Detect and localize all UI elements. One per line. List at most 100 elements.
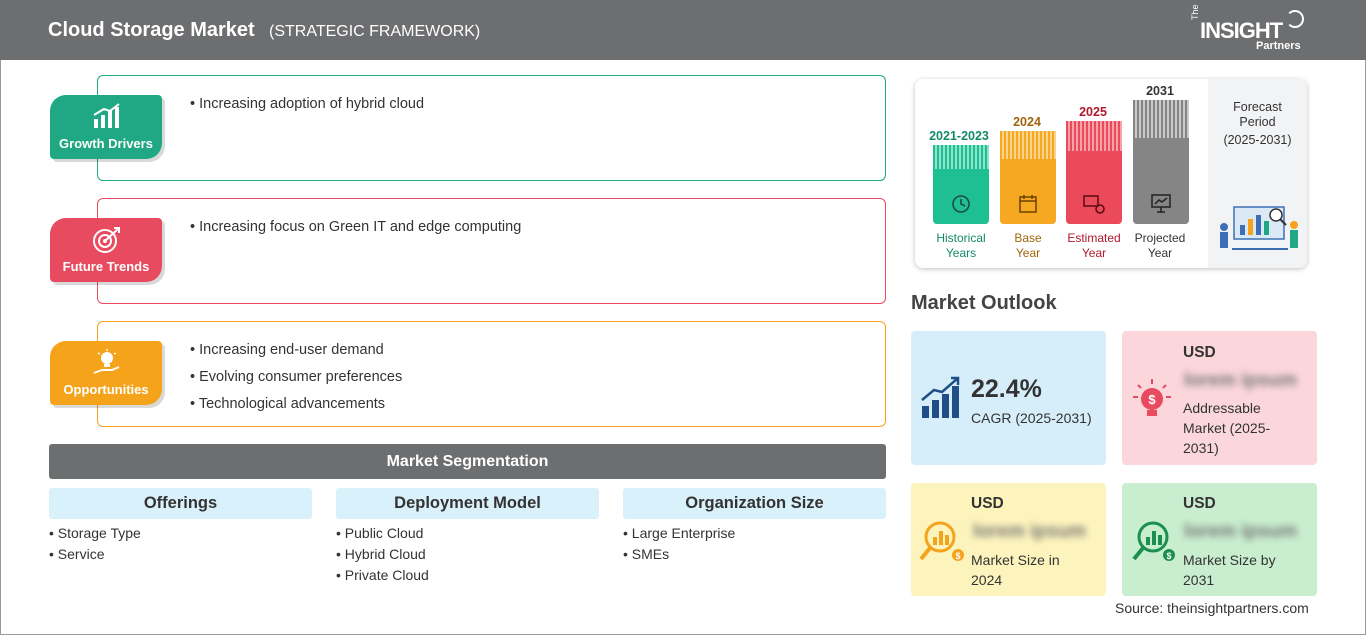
segment-offerings: Offerings Storage Type Service xyxy=(49,488,312,567)
list-item: Increasing end-user demand xyxy=(190,342,402,358)
svg-text:$: $ xyxy=(1148,392,1156,407)
segment-heading: Offerings xyxy=(49,488,312,519)
timeline-label-line: Estimated xyxy=(1067,231,1121,245)
addressable-label-line: Addressable xyxy=(1183,400,1261,416)
addressable-market-card: $ USD lorem ipsum Addressable Market (20… xyxy=(1122,331,1317,465)
cagr-label: CAGR (2025-2031) xyxy=(971,410,1092,426)
size-2031-label: Market Size by 2031 xyxy=(1183,550,1276,590)
calendar-icon xyxy=(1019,195,1037,213)
addressable-label: Addressable Market (2025- 2031) xyxy=(1183,398,1270,458)
growth-drivers-badge: Growth Drivers xyxy=(50,95,162,159)
size-2024-label-line: 2024 xyxy=(971,572,1003,588)
size-2024-label: Market Size in 2024 xyxy=(971,550,1060,590)
cagr-value: 22.4% xyxy=(971,375,1042,403)
timeline-label: Projected Year xyxy=(1120,231,1200,261)
future-trends-box: Increasing focus on Green IT and edge co… xyxy=(97,198,886,304)
size-2031-label-line: Market Size by xyxy=(1183,552,1276,568)
timeline-label-line: Projected xyxy=(1134,231,1186,245)
segment-item: Public Cloud xyxy=(336,525,599,541)
growth-drivers-list: Increasing adoption of hybrid cloud xyxy=(190,96,424,124)
addressable-label-line: 2031) xyxy=(1183,440,1219,456)
segment-item: SMEs xyxy=(623,546,886,562)
market-outlook-title: Market Outlook xyxy=(911,292,1057,314)
lightbulb-hand-icon xyxy=(93,349,120,374)
size-2031-currency: USD xyxy=(1183,495,1216,512)
timeline-label-line: Year xyxy=(1081,246,1107,260)
growth-chart-icon xyxy=(93,103,120,128)
segment-item: Service xyxy=(49,546,312,562)
segment-item: Large Enterprise xyxy=(623,525,886,541)
timeline-panel: 2021-2023 Historical Years 2024 Base Yea… xyxy=(915,79,1307,268)
size-2031-value: lorem ipsum xyxy=(1184,521,1297,542)
segment-item: Private Cloud xyxy=(336,567,599,583)
header-bar: Cloud Storage Market (STRATEGIC FRAMEWOR… xyxy=(0,0,1366,60)
logo-brand: INSIGHT xyxy=(1200,18,1283,43)
addressable-currency: USD xyxy=(1183,344,1216,361)
source-credit: Source: theinsightpartners.com xyxy=(1115,600,1309,616)
opportunities-list: Increasing end-user demand Evolving cons… xyxy=(190,342,402,424)
segment-organization-size: Organization Size Large Enterprise SMEs xyxy=(623,488,886,567)
history-clock-icon xyxy=(952,195,970,213)
svg-text:$: $ xyxy=(1166,551,1171,561)
estimate-gears-icon xyxy=(1083,195,1105,214)
magnifier-chart-icon: $ xyxy=(1132,521,1175,561)
addressable-label-line: Market (2025- xyxy=(1183,420,1271,436)
timeline-label: Estimated Year xyxy=(1054,231,1134,261)
size-2031-label-line: 2031 xyxy=(1183,572,1215,588)
timeline-label-line: Years xyxy=(945,246,977,260)
analytics-illustration-icon xyxy=(1220,206,1298,250)
timeline-label: Base Year xyxy=(988,231,1068,261)
segment-item: Storage Type xyxy=(49,525,312,541)
opportunities-badge: Opportunities xyxy=(50,341,162,405)
page-subtitle: (STRATEGIC FRAMEWORK) xyxy=(269,23,481,40)
segment-heading: Organization Size xyxy=(623,488,886,519)
future-trends-badge: Future Trends xyxy=(50,218,162,282)
svg-text:$: $ xyxy=(955,551,960,561)
list-item: Technological advancements xyxy=(190,396,402,412)
timeline-label-line: Year xyxy=(1147,246,1173,260)
timeline-label-line: Historical xyxy=(936,231,986,245)
logo-arc-icon xyxy=(1286,10,1304,28)
presentation-board-icon xyxy=(1151,194,1171,213)
future-trends-label: Future Trends xyxy=(62,259,150,274)
forecast-line: Forecast xyxy=(1233,100,1282,114)
opportunities-box: Increasing end-user demand Evolving cons… xyxy=(97,321,886,427)
idea-dollar-icon: $ xyxy=(1133,379,1171,416)
list-item: Increasing focus on Green IT and edge co… xyxy=(190,219,521,235)
company-logo[interactable]: The INSIGHT Partners xyxy=(1190,4,1310,54)
timeline-bar-historical xyxy=(933,145,989,224)
magnifier-chart-icon: $ xyxy=(919,521,964,561)
segment-deployment-model: Deployment Model Public Cloud Hybrid Clo… xyxy=(336,488,599,588)
timeline-year: 2031 xyxy=(1146,84,1174,98)
page-title: Cloud Storage Market xyxy=(48,19,255,41)
timeline-bar-projected xyxy=(1133,100,1189,224)
timeline-year: 2025 xyxy=(1079,105,1107,119)
timeline-year: 2021-2023 xyxy=(929,129,989,143)
growth-drivers-label: Growth Drivers xyxy=(59,136,153,151)
list-item: Evolving consumer preferences xyxy=(190,369,402,385)
timeline-label: Historical Years xyxy=(921,231,1001,261)
logo-the: The xyxy=(1190,4,1200,20)
size-2024-currency: USD xyxy=(971,495,1004,512)
size-2024-label-line: Market Size in xyxy=(971,552,1060,568)
size-2024-value: lorem ipsum xyxy=(973,521,1086,542)
market-size-2031-card: $ USD lorem ipsum Market Size by 2031 xyxy=(1122,483,1317,596)
logo-partners: Partners xyxy=(1256,40,1301,52)
forecast-period-panel: Forecast Period (2025-2031) xyxy=(1208,79,1307,268)
growth-chart-icon xyxy=(921,376,960,418)
timeline-label-line: Base xyxy=(1014,231,1042,245)
target-icon xyxy=(93,227,120,253)
timeline-year: 2024 xyxy=(1013,115,1041,129)
timeline-bar-estimated xyxy=(1066,121,1122,224)
future-trends-list: Increasing focus on Green IT and edge co… xyxy=(190,219,521,247)
segment-item: Hybrid Cloud xyxy=(336,546,599,562)
timeline-bar-base xyxy=(1000,131,1056,224)
market-segmentation-bar: Market Segmentation xyxy=(49,444,886,479)
cagr-card: 22.4% CAGR (2025-2031) xyxy=(911,331,1106,465)
growth-drivers-box: Increasing adoption of hybrid cloud xyxy=(97,75,886,181)
list-item: Increasing adoption of hybrid cloud xyxy=(190,96,424,112)
forecast-line: Period xyxy=(1239,115,1276,129)
timeline-label-line: Year xyxy=(1015,246,1041,260)
opportunities-label: Opportunities xyxy=(63,382,149,397)
addressable-value: lorem ipsum xyxy=(1184,370,1297,391)
